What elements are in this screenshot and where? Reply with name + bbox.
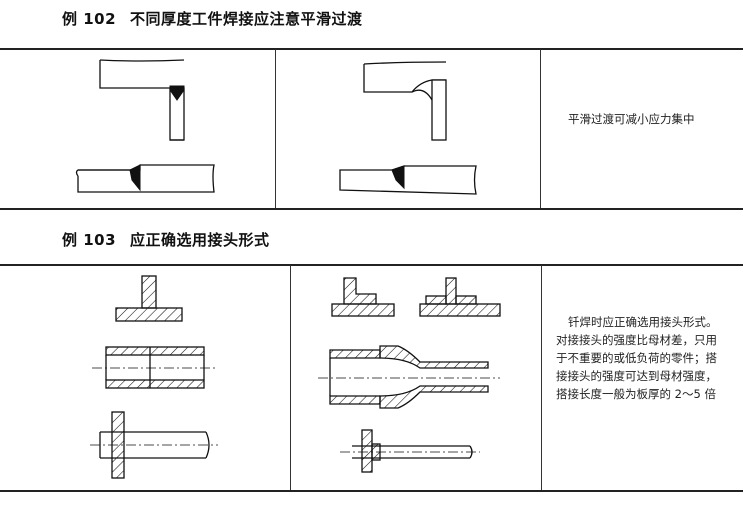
example-102-heading: 例 102 不同厚度工件焊接应注意平滑过渡 <box>62 8 363 29</box>
table-103-divider-1 <box>290 265 291 490</box>
table-103-divider-2 <box>541 265 542 490</box>
example-102-number: 例 102 <box>62 10 117 28</box>
table-102-divider-1 <box>275 49 276 208</box>
example-103-note: 钎焊时应正确选用接头形式。对接接头的强度比母材差，只用于不重要的或低负荷的零件；… <box>556 315 718 401</box>
example-103-number: 例 103 <box>62 231 117 249</box>
example-103-heading: 例 103 应正确选用接头形式 <box>62 229 270 250</box>
table-102-top-rule <box>0 48 743 50</box>
example-102-note: 平滑过渡可减小应力集中 <box>568 112 695 126</box>
table-102-divider-2 <box>540 49 541 208</box>
table-103-bottom-rule <box>0 490 743 492</box>
table-103-top-rule <box>0 264 743 266</box>
example-103-title: 应正确选用接头形式 <box>130 231 270 249</box>
table-102-bottom-rule <box>0 208 743 210</box>
example-102-title: 不同厚度工件焊接应注意平滑过渡 <box>130 10 363 28</box>
